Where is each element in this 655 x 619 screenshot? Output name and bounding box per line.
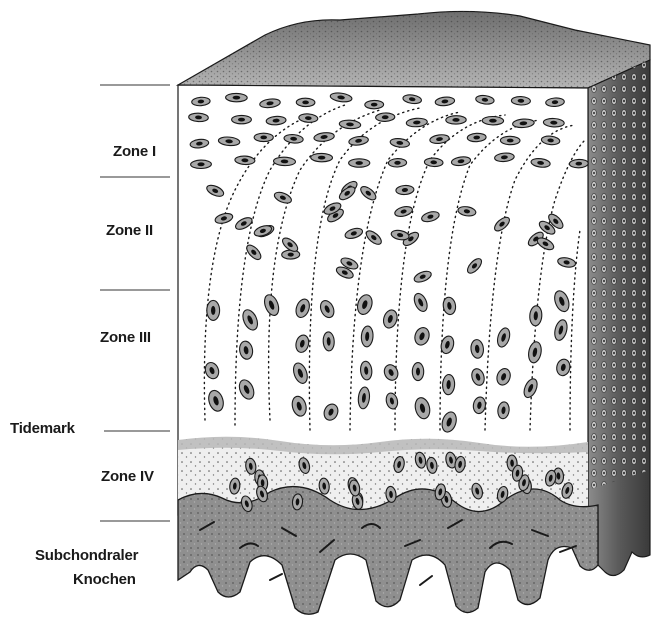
zone-iv-label: Zone IV — [101, 467, 154, 487]
chondrocyte-cell-icon — [388, 158, 406, 167]
chondrocyte-cell-icon — [482, 116, 504, 125]
top-face — [178, 11, 650, 88]
chondrocyte-cell-icon — [296, 98, 315, 107]
side-face — [588, 60, 650, 576]
chondrocyte-cell-icon — [446, 116, 467, 125]
subchondral-bone-label-line2: Knochen — [73, 570, 136, 590]
chondrocyte-cell-icon — [323, 332, 335, 352]
tidemark-label: Tidemark — [10, 419, 75, 439]
chondrocyte-cell-icon — [365, 100, 384, 109]
chondrocyte-cell-icon — [191, 160, 212, 169]
bone-trabecula-icon — [270, 574, 282, 580]
chondrocyte-cell-icon — [254, 133, 273, 141]
zone-i-label: Zone I — [113, 142, 156, 162]
bone-trabecula-icon — [420, 576, 432, 585]
chondrocyte-cell-icon — [282, 250, 300, 259]
chondrocyte-cell-icon — [232, 115, 252, 123]
chondrocyte-cell-icon — [511, 96, 530, 105]
chondrocyte-cell-icon — [311, 153, 333, 162]
subchondral-bone-label-line1: Subchondraler — [35, 546, 138, 566]
zone-ii-label: Zone II — [106, 221, 153, 241]
chondrocyte-cell-icon — [375, 113, 394, 122]
chondrocyte-cell-icon — [569, 159, 588, 168]
chondrocyte-cell-icon — [349, 159, 370, 167]
zone-iii-label: Zone III — [100, 328, 151, 348]
chondrocyte-cell-icon — [273, 157, 295, 166]
chondrocyte-cell-icon — [207, 300, 220, 320]
subchondral-bone — [178, 487, 598, 615]
chondrocyte-cell-icon — [226, 93, 248, 102]
chondrocyte-cell-icon — [500, 136, 520, 145]
chondrocyte-cell-icon — [412, 363, 423, 381]
